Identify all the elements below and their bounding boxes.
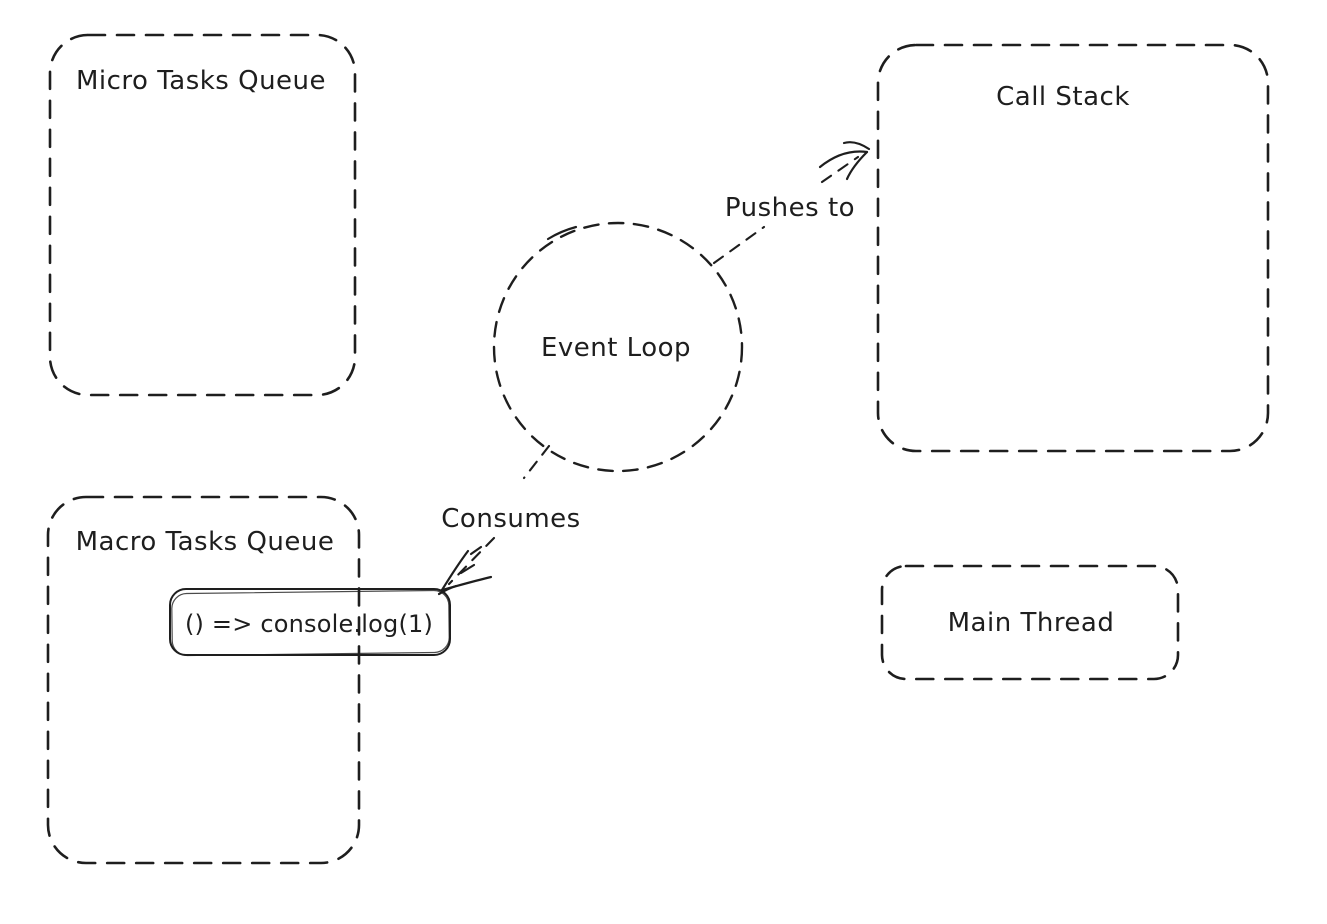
node-main-thread: Main Thread (880, 564, 1180, 681)
node-event-loop: Event Loop (492, 221, 744, 473)
call-stack-label: Call Stack (996, 82, 1130, 112)
macro-task-item-outline (169, 588, 451, 656)
pushes-to-edge-label: Pushes to (725, 193, 855, 223)
event-loop-outline (492, 221, 744, 473)
macro-task-item-outline-sketch (171, 589, 450, 657)
macro-tasks-queue-label: Macro Tasks Queue (76, 527, 335, 557)
main-thread-outline (880, 564, 1180, 681)
consumes-edge-label: Consumes (441, 504, 580, 534)
main-thread-label: Main Thread (948, 608, 1115, 638)
event-loop-sketch-stroke (546, 225, 578, 241)
event-loop-label: Event Loop (541, 333, 691, 363)
micro-tasks-queue-label: Micro Tasks Queue (76, 66, 326, 96)
arrowhead-down-left-icon (437, 545, 493, 596)
macro-tasks-queue-outline (46, 495, 361, 865)
edge-consumes: Consumes (437, 444, 580, 596)
node-macro-tasks-queue: Macro Tasks Queue (46, 495, 361, 865)
node-call-stack: Call Stack (876, 43, 1270, 453)
node-micro-tasks-queue: Micro Tasks Queue (48, 33, 357, 397)
pushes-to-arrow-line (712, 155, 860, 265)
node-macro-task-item: () => console.log(1) (169, 588, 451, 657)
consumes-arrow-line (447, 444, 551, 586)
macro-task-item-label: () => console.log(1) (185, 610, 433, 638)
edge-pushes-to: Pushes to (712, 141, 871, 265)
call-stack-outline (876, 43, 1270, 453)
arrowhead-up-right-icon (818, 141, 871, 181)
